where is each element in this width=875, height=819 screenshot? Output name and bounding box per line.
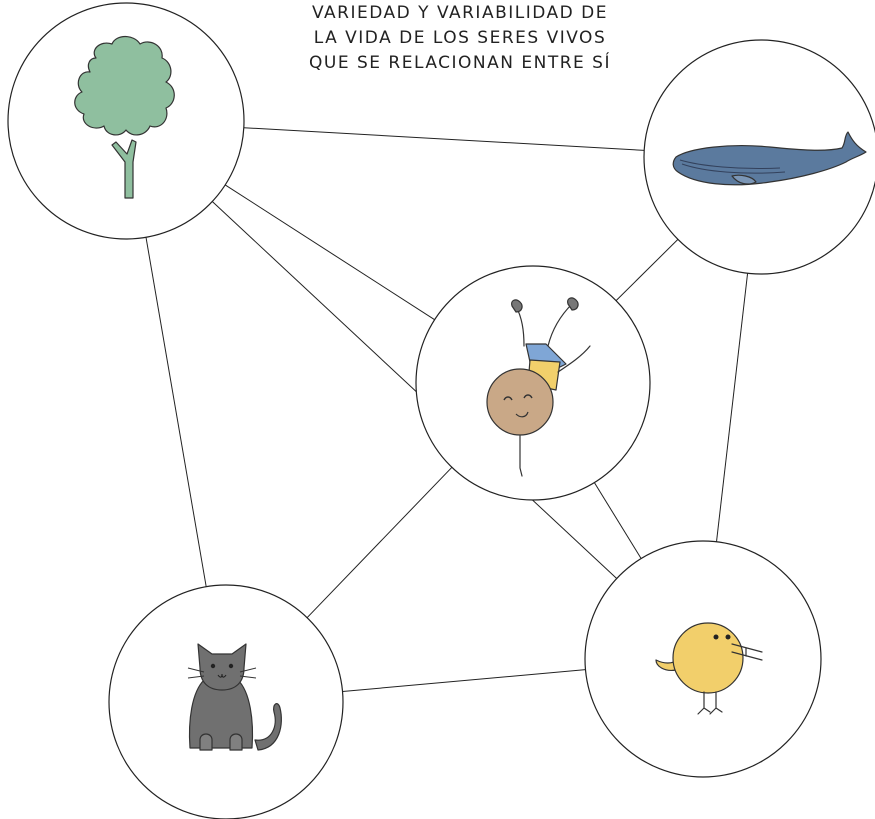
connection-child-cat xyxy=(306,466,453,619)
node-child xyxy=(415,265,651,501)
whale-icon xyxy=(672,131,867,186)
node-tree xyxy=(7,2,245,240)
bird-icon xyxy=(655,622,763,715)
diagram-title: VARIEDAD Y VARIABILIDAD DE LA VIDA DE LO… xyxy=(309,3,611,73)
connection-whale-child xyxy=(615,239,679,301)
node-cat xyxy=(108,584,344,819)
node-bird xyxy=(584,540,822,778)
connection-tree-cat xyxy=(145,237,207,587)
cat-icon xyxy=(187,643,282,751)
tree-icon xyxy=(74,35,175,199)
connection-tree-bird xyxy=(211,201,618,579)
connection-whale-bird xyxy=(716,273,749,542)
connection-tree-whale xyxy=(243,127,645,151)
title-line-1: VARIEDAD Y VARIABILIDAD DE xyxy=(312,3,608,23)
connection-tree-child xyxy=(224,184,435,321)
connection-cat-bird xyxy=(342,669,586,692)
title-line-2: LA VIDA DE LOS SERES VIVOS xyxy=(314,28,606,48)
title-line-3: QUE SE RELACIONAN ENTRE SÍ xyxy=(309,51,611,73)
connection-lines xyxy=(145,127,749,692)
connection-child-bird xyxy=(593,482,642,559)
node-whale xyxy=(643,39,875,275)
child-icon xyxy=(486,297,591,477)
